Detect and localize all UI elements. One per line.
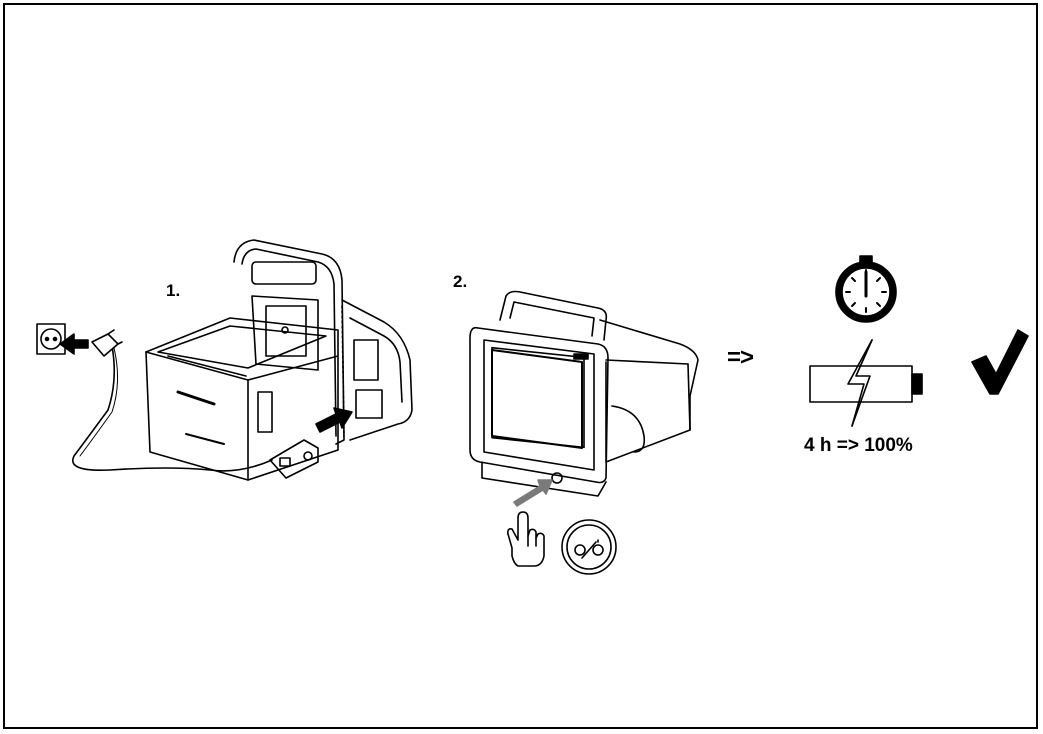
station-insert-arrow — [315, 407, 353, 433]
step-2-label: 2. — [453, 272, 468, 291]
diagram-frame — [3, 3, 1038, 729]
vital-signs-monitor — [469, 290, 699, 497]
power-socket-icon — [36, 323, 66, 355]
step-1-label: 1. — [166, 281, 181, 300]
charge-time-label: 4 h => 100% — [804, 435, 913, 456]
stopwatch-icon — [835, 255, 897, 323]
power-plug-icon — [91, 329, 123, 357]
power-button-icon — [561, 519, 617, 575]
battery-charging-icon — [809, 339, 923, 427]
press-arrow — [513, 479, 553, 507]
checkmark-icon — [971, 329, 1029, 395]
insert-arrow — [59, 333, 89, 355]
result-arrow: => — [727, 344, 754, 371]
power-cable — [72, 345, 273, 472]
charging-station — [145, 239, 413, 481]
pointing-hand-icon — [507, 511, 545, 567]
